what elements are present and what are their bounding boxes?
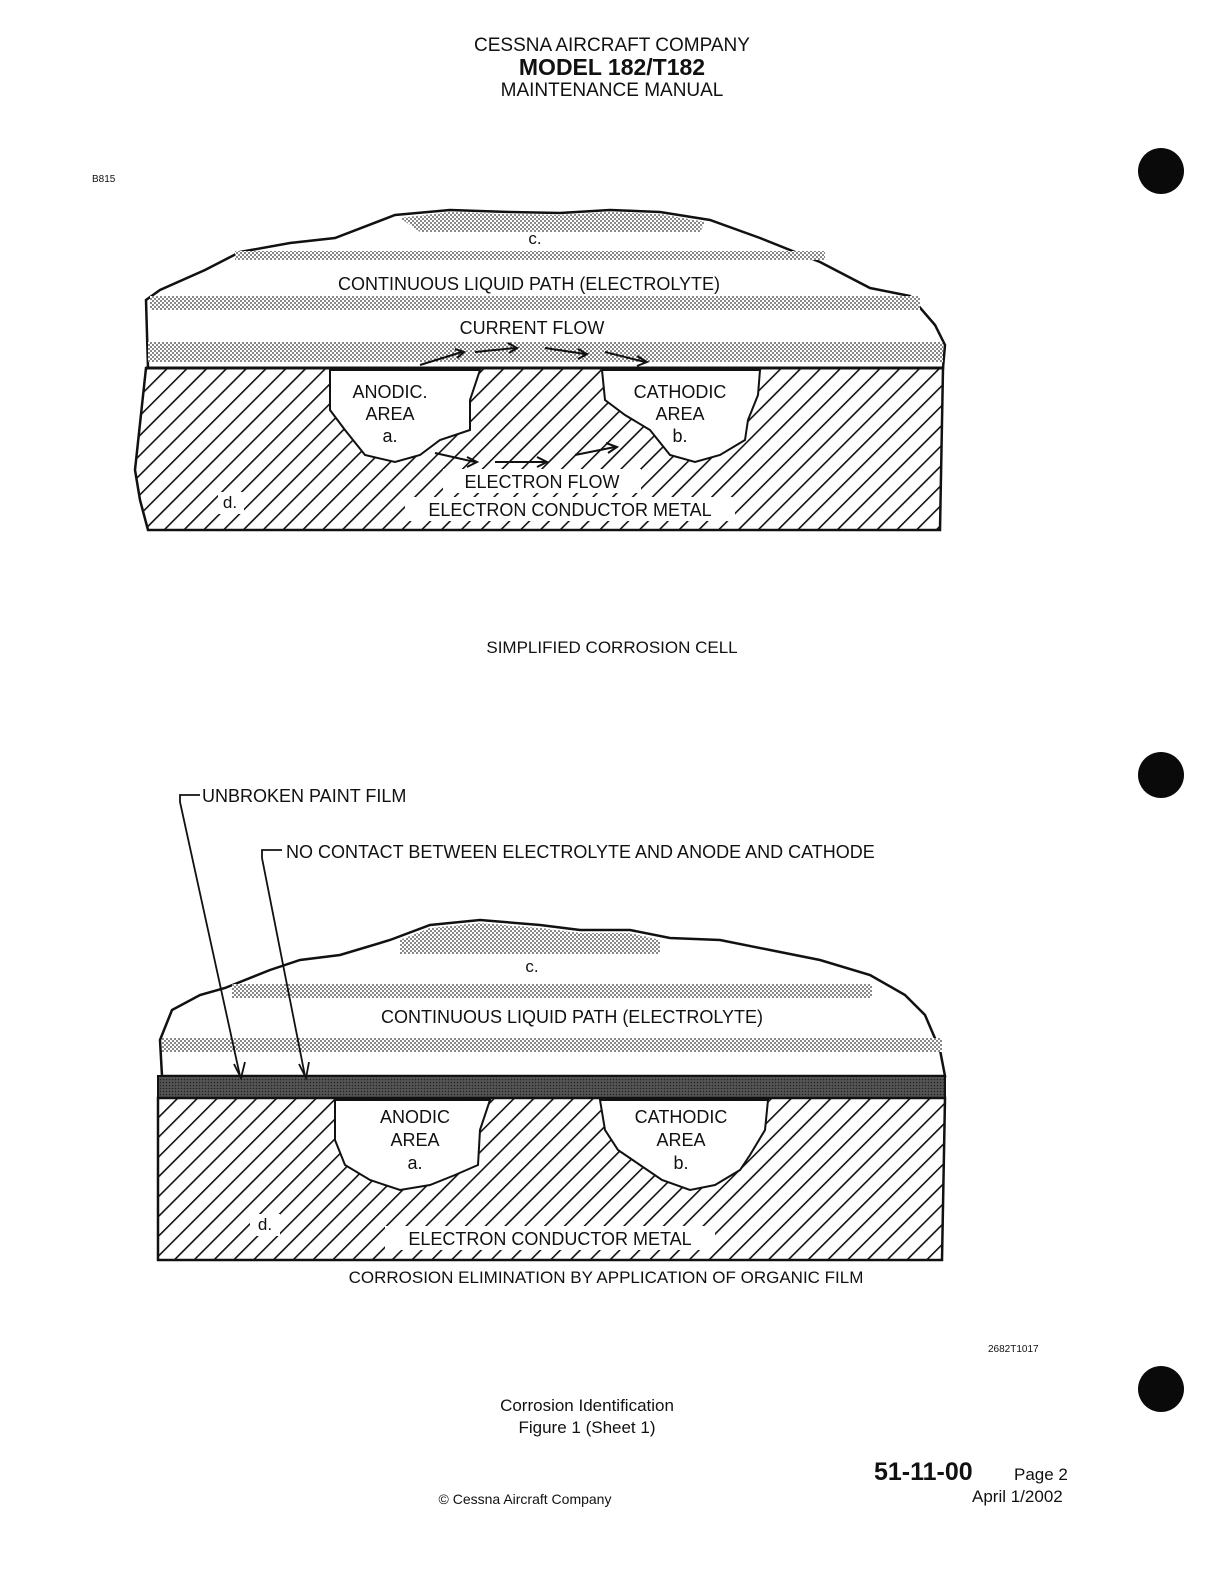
conductor-label: ELECTRON CONDUCTOR METAL (408, 1229, 691, 1249)
corrosion-cell-diagram: c. CONTINUOUS LIQUID PATH (ELECTROLYTE) … (133, 208, 947, 532)
manual-title: MAINTENANCE MANUAL (500, 80, 724, 101)
label-d: d. (223, 493, 237, 512)
copyright: © Cessna Aircraft Company (438, 1491, 612, 1507)
current-flow-label: CURRENT FLOW (460, 318, 605, 338)
anodic-label: AREA (365, 404, 414, 424)
page-number: Page 2 (1014, 1465, 1068, 1484)
cathodic-label: CATHODIC (635, 1107, 728, 1127)
label-c: c. (528, 229, 541, 248)
cathodic-label: AREA (655, 404, 704, 424)
metal-body (133, 366, 945, 532)
electrolyte-label: CONTINUOUS LIQUID PATH (ELECTROLYTE) (381, 1007, 763, 1027)
figure-id: B815 (92, 174, 116, 185)
label-c: c. (525, 957, 538, 976)
electrolyte-label: CONTINUOUS LIQUID PATH (ELECTROLYTE) (338, 274, 720, 294)
organic-film-diagram: UNBROKEN PAINT FILM NO CONTACT BETWEEN E… (156, 786, 947, 1262)
anodic-label: ANODIC. (352, 382, 427, 402)
figure-caption: Corrosion Identification Figure 1 (Sheet… (0, 1395, 1174, 1439)
binder-hole-icon (1138, 752, 1184, 798)
diagram2-caption: CORROSION ELIMINATION BY APPLICATION OF … (348, 1268, 864, 1287)
cathodic-label: b. (673, 1153, 688, 1173)
drawing-code: 2682T1017 (988, 1344, 1039, 1355)
leader-lines (179, 794, 310, 1081)
electrolyte-body (144, 208, 947, 370)
conductor-label: ELECTRON CONDUCTOR METAL (428, 500, 711, 520)
cathodic-label: AREA (656, 1130, 705, 1150)
model-title: MODEL 182/T182 (518, 54, 706, 80)
page-header: CESSNA AIRCRAFT COMPANY MODEL 182/T182 M… (0, 36, 1224, 100)
cathodic-label: CATHODIC (634, 382, 727, 402)
anodic-label: ANODIC (380, 1107, 450, 1127)
label-d: d. (258, 1215, 272, 1234)
no-contact-label: NO CONTACT BETWEEN ELECTROLYTE AND ANODE… (286, 842, 875, 862)
metal-body (156, 1096, 947, 1262)
anodic-label: a. (407, 1153, 422, 1173)
binder-hole-icon (1138, 148, 1184, 194)
paint-film-layer (157, 1075, 946, 1099)
revision-date: April 1/2002 (972, 1487, 1063, 1506)
anodic-label: AREA (390, 1130, 439, 1150)
diagram1-caption: SIMPLIFIED CORROSION CELL (486, 638, 738, 657)
cathodic-label: b. (672, 426, 687, 446)
electron-flow-arrows (434, 442, 620, 468)
electron-flow-label: ELECTRON FLOW (464, 472, 619, 492)
figure-title: Corrosion Identification (500, 1396, 674, 1415)
figure-sheet: Figure 1 (Sheet 1) (518, 1418, 656, 1438)
paint-film-label: UNBROKEN PAINT FILM (202, 786, 406, 806)
section-number: 51-11-00 (874, 1458, 973, 1486)
binder-hole-icon (1138, 1366, 1184, 1412)
electrolyte-body (158, 918, 947, 1078)
anodic-label: a. (382, 426, 397, 446)
company-name: CESSNA AIRCRAFT COMPANY (474, 35, 750, 56)
current-flow-arrows (419, 342, 650, 367)
